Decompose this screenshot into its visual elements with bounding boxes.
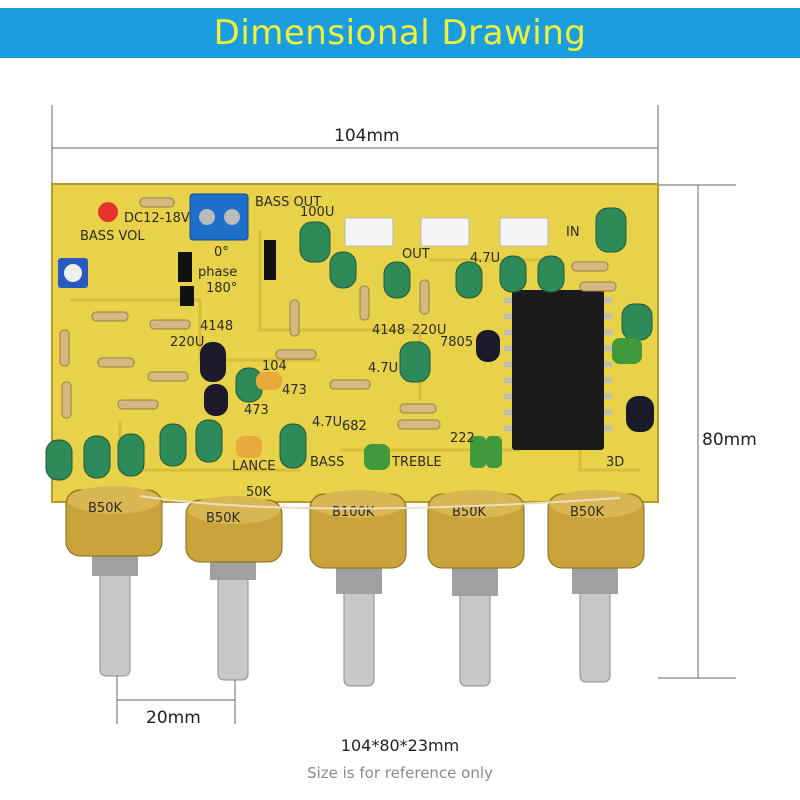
pot-mark-4: B50K bbox=[452, 505, 486, 520]
ic-pins bbox=[504, 298, 612, 431]
silk-cap-682: 682 bbox=[342, 419, 367, 434]
silk-phase-180: 180° bbox=[206, 281, 237, 296]
silk-cap-47u-b: 4.7U bbox=[368, 361, 398, 376]
title-banner: Dimensional Drawing bbox=[0, 8, 800, 58]
potentiometer-4: B50K bbox=[427, 490, 525, 687]
ceramic-capacitors bbox=[236, 372, 282, 458]
silk-cap-100u: 100U bbox=[300, 205, 334, 220]
connecting-wire bbox=[139, 495, 621, 510]
pot-mark-1: B50K bbox=[88, 501, 122, 516]
silk-cap-47u-c: 4.7U bbox=[470, 251, 500, 266]
jumpers bbox=[178, 240, 276, 306]
silk-cap-220u-a: 220U bbox=[170, 335, 204, 350]
silk-treble: TREBLE bbox=[391, 455, 442, 470]
silk-bass-vol: BASS VOL bbox=[80, 229, 145, 244]
silk-cap-473-a: 473 bbox=[244, 403, 269, 418]
red-led bbox=[98, 202, 118, 222]
potentiometer-2: B50K bbox=[185, 496, 283, 681]
electrolytic-capacitors bbox=[45, 207, 653, 481]
white-connectors bbox=[344, 217, 549, 247]
silk-pot-50k: 50K bbox=[246, 485, 272, 500]
pot-mark-3: B100K bbox=[332, 505, 375, 520]
width-label: 104mm bbox=[334, 126, 400, 146]
potentiometer-3: B100K bbox=[309, 490, 407, 687]
silk-bass-out: BASS OUT bbox=[255, 195, 321, 210]
silk-phase-0: 0° bbox=[214, 245, 229, 260]
pot-mark-2: B50K bbox=[206, 511, 240, 526]
silk-cap-220u-b: 220U bbox=[412, 323, 446, 338]
silk-reg-7805: 7805 bbox=[440, 335, 473, 350]
banner-title: Dimensional Drawing bbox=[213, 13, 587, 53]
silk-cap-104: 104 bbox=[262, 359, 287, 374]
silk-diode-4148-a: 4148 bbox=[200, 319, 233, 334]
reference-note: Size is for reference only bbox=[307, 764, 493, 782]
silk-diode-4148-b: 4148 bbox=[372, 323, 405, 338]
silk-out: OUT bbox=[402, 247, 430, 262]
silk-power: DC12-18V bbox=[124, 211, 190, 226]
silk-balance: LANCE bbox=[232, 459, 275, 474]
silk-phase: phase bbox=[198, 265, 237, 280]
film-capacitors bbox=[364, 338, 642, 470]
black-capacitors bbox=[200, 330, 654, 432]
width-dimension bbox=[51, 105, 659, 185]
potentiometer-5: B50K bbox=[547, 490, 645, 683]
overall-size-label: 104*80*23mm bbox=[340, 736, 460, 755]
pot-mark-5: B50K bbox=[570, 505, 604, 520]
blue-terminal-block bbox=[189, 193, 249, 241]
silk-in: IN bbox=[566, 225, 580, 240]
silk-3d: 3D bbox=[606, 455, 624, 470]
potentiometer-1: B50K bbox=[65, 486, 163, 677]
ic-chip bbox=[512, 290, 604, 450]
silk-bass: BASS bbox=[310, 455, 344, 470]
silk-cap-222: 222 bbox=[450, 431, 475, 446]
height-dimension bbox=[658, 184, 736, 679]
resistors bbox=[59, 197, 617, 430]
height-label: 80mm bbox=[702, 430, 757, 450]
silk-cap-47u-a: 4.7U bbox=[312, 415, 342, 430]
silk-cap-473-b: 473 bbox=[282, 383, 307, 398]
shaft-spacing-label: 20mm bbox=[146, 708, 201, 728]
